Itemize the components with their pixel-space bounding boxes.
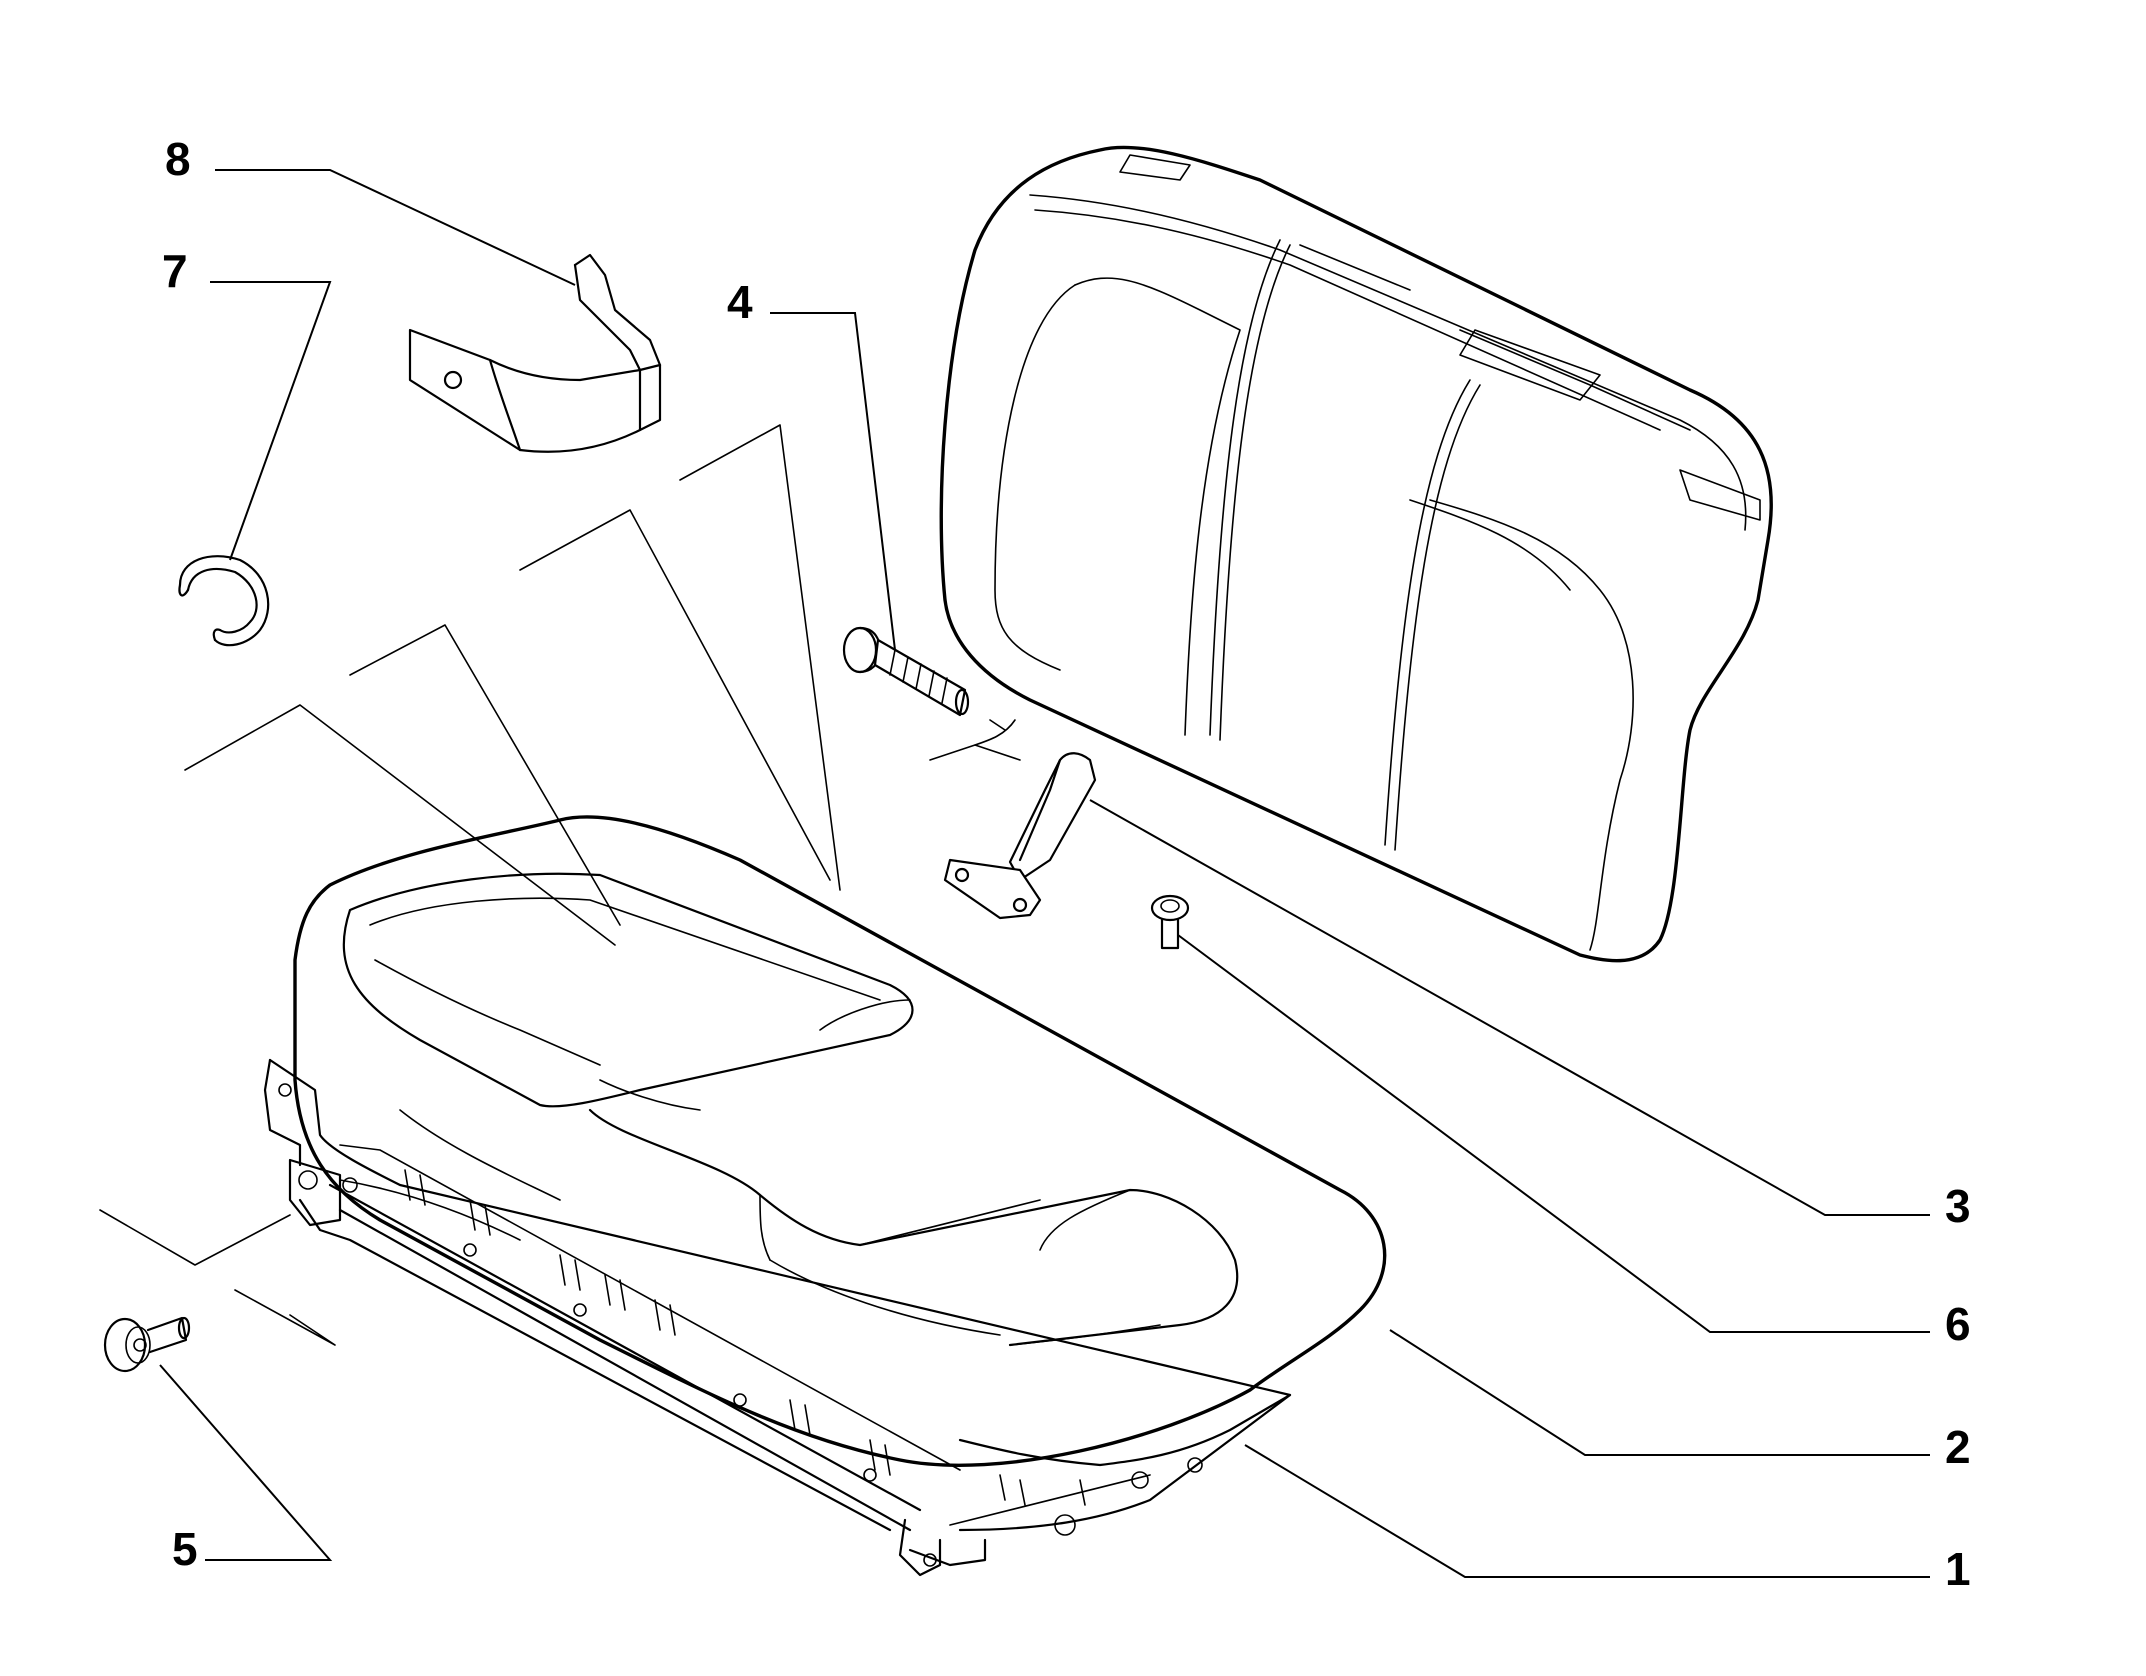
callout-3: 3 [1945,1180,1971,1232]
leader-4 [770,312,896,651]
leader-5 [159,1364,333,1561]
clip[interactable] [178,555,270,647]
leader-3 [1089,799,1930,1216]
callout-1: 1 [1945,1543,1971,1595]
callout-7: 7 [162,245,188,297]
leader-1 [1244,1444,1930,1578]
callout-6: 6 [1945,1298,1971,1350]
leader-lines [159,169,1930,1578]
callout-labels: 8 7 4 5 3 6 2 1 [162,133,1971,1595]
bracket[interactable] [408,253,662,453]
seat-frame[interactable] [263,1058,1292,1577]
screw-5[interactable] [103,1316,191,1373]
leader-2 [1389,1329,1930,1456]
callout-2: 2 [1945,1421,1971,1473]
leader-8 [215,169,576,286]
callout-8: 8 [165,133,191,185]
seat-backrest[interactable] [939,145,1773,963]
leader-6 [1177,934,1930,1333]
leader-7 [210,281,332,561]
buckle-mount[interactable] [943,752,1097,920]
seat-cushion[interactable] [293,815,1387,1467]
screw-6[interactable] [1150,894,1190,950]
assembly-lines [99,424,1021,1346]
callout-4: 4 [727,276,753,328]
callout-5: 5 [172,1523,198,1575]
bolt[interactable] [842,626,970,717]
